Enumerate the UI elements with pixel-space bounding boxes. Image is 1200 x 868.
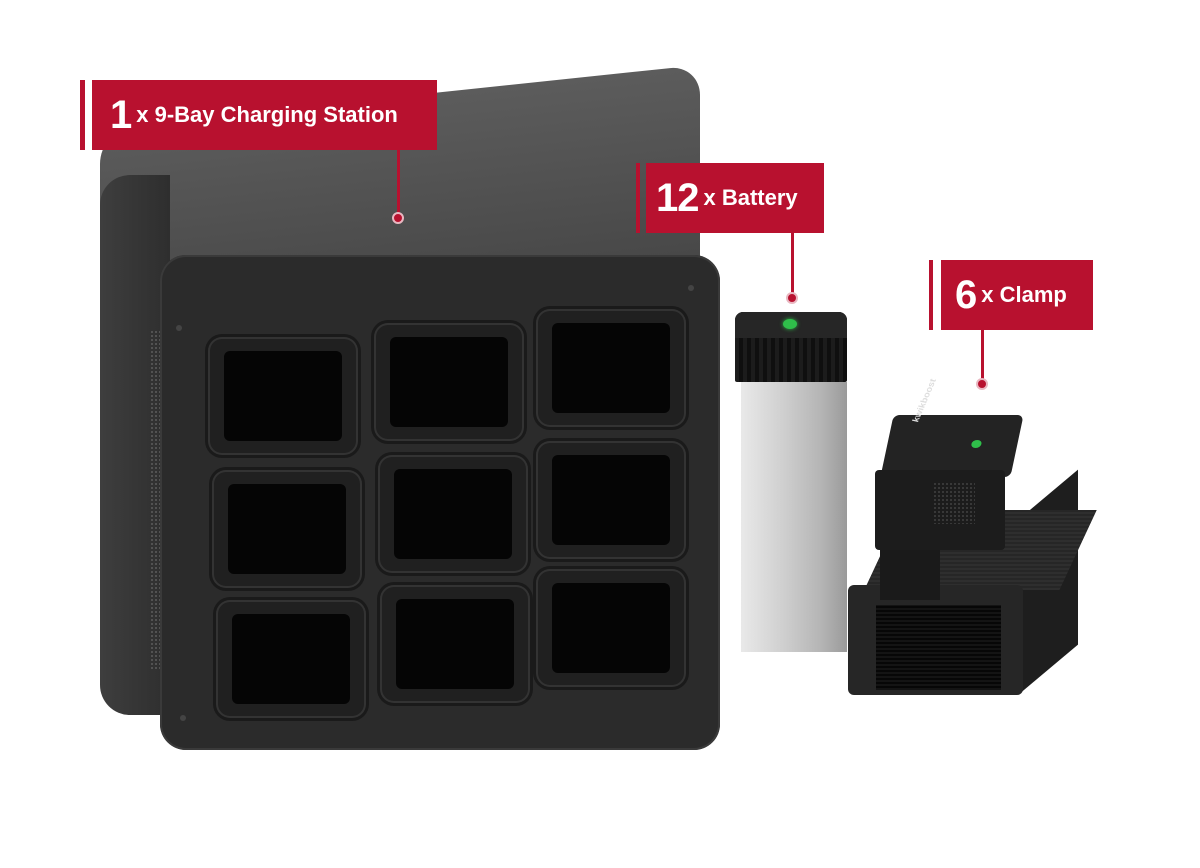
charging-bay bbox=[378, 455, 528, 573]
clamp-pointer-dot bbox=[976, 378, 988, 390]
screw bbox=[176, 325, 182, 331]
battery-body bbox=[741, 382, 847, 652]
label-accent-bar bbox=[929, 260, 933, 330]
battery-led-icon bbox=[783, 319, 797, 329]
charging-bay bbox=[374, 323, 524, 441]
charging-bay bbox=[536, 309, 686, 427]
clamp-led-icon bbox=[970, 440, 983, 448]
battery-label-text: x Battery bbox=[703, 185, 798, 210]
charging-bay bbox=[216, 600, 366, 718]
station-pointer-dot bbox=[392, 212, 404, 224]
station-count: 1 bbox=[110, 93, 132, 137]
battery-top bbox=[735, 312, 847, 338]
battery-count: 12 bbox=[656, 176, 699, 220]
screw bbox=[688, 285, 694, 291]
label-accent-bar bbox=[636, 163, 640, 233]
station-label: 1 x 9-Bay Charging Station bbox=[92, 80, 437, 150]
battery-leader-line bbox=[791, 233, 794, 295]
clamp-leader-line bbox=[981, 330, 984, 382]
clamp-slot bbox=[876, 605, 1001, 690]
clamp-head: kwikboost bbox=[875, 378, 1030, 550]
clamp-count: 6 bbox=[955, 273, 977, 317]
label-accent-bar bbox=[80, 80, 85, 150]
station-leader-line bbox=[397, 150, 400, 215]
clamp-neck bbox=[880, 540, 940, 600]
battery-label: 12 x Battery bbox=[646, 163, 824, 233]
clamp-brand-logo: kwikboost bbox=[910, 377, 938, 424]
charging-bay bbox=[208, 337, 358, 455]
charging-bay bbox=[536, 441, 686, 559]
station-front-panel bbox=[160, 255, 720, 750]
battery-product bbox=[735, 312, 847, 652]
charging-bay bbox=[380, 585, 530, 703]
charging-bay bbox=[212, 470, 362, 588]
station-label-text: x 9-Bay Charging Station bbox=[136, 102, 398, 127]
clamp-label-text: x Clamp bbox=[981, 282, 1067, 307]
clamp-speaker-grille bbox=[933, 482, 975, 524]
station-vent bbox=[150, 330, 160, 670]
screw bbox=[180, 715, 186, 721]
clamp-base bbox=[848, 469, 1097, 695]
battery-pointer-dot bbox=[786, 292, 798, 304]
charging-bay bbox=[536, 569, 686, 687]
clamp-label: 6 x Clamp bbox=[941, 260, 1093, 330]
